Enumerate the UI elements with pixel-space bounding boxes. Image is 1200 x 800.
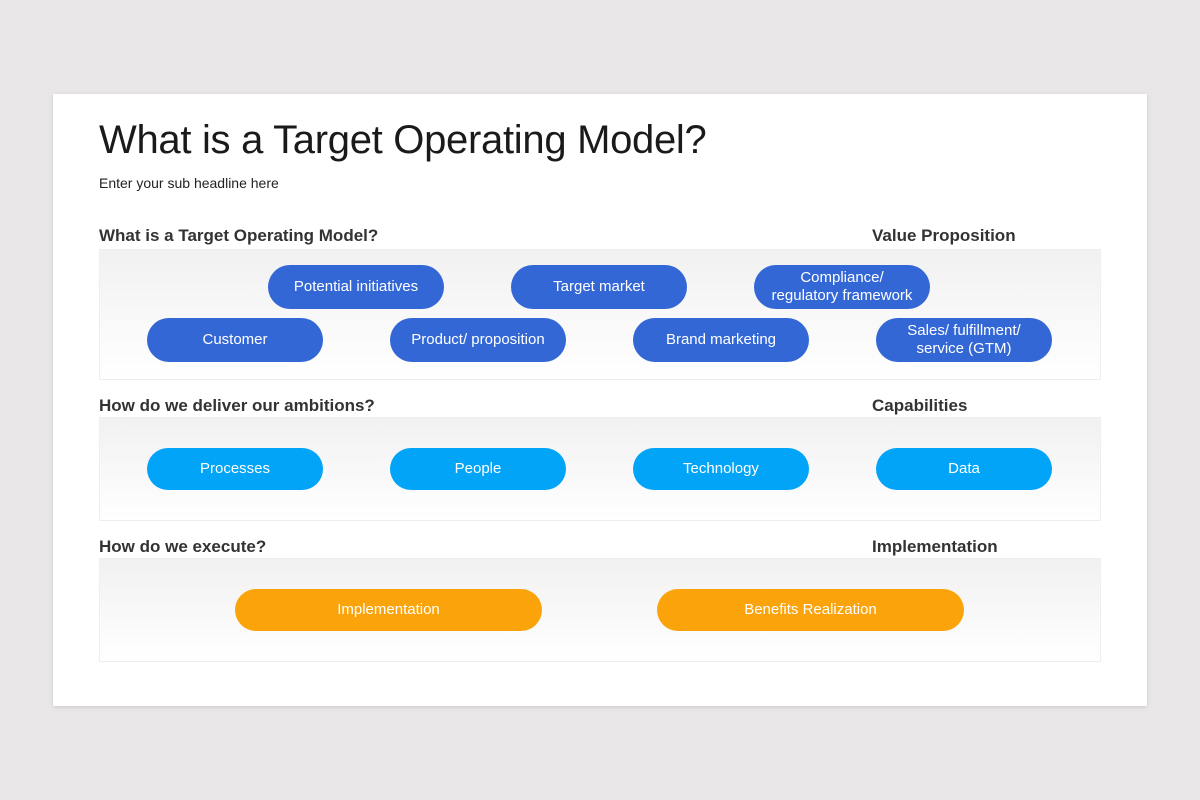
pill-target-market[interactable]: Target market: [511, 265, 687, 309]
slide-title: What is a Target Operating Model?: [99, 118, 707, 162]
section-1-left-label: What is a Target Operating Model?: [99, 226, 379, 245]
pill-line: regulatory framework: [771, 287, 913, 304]
pill-customer[interactable]: Customer: [147, 318, 323, 362]
implementation-panel: Implementation Benefits Realization: [99, 558, 1101, 662]
pill-processes[interactable]: Processes: [147, 448, 323, 490]
pill-sales-fulfillment-service[interactable]: Sales/ fulfillment/ service (GTM): [876, 318, 1052, 362]
slide: What is a Target Operating Model? Enter …: [53, 94, 1147, 706]
section-2-right-label: Capabilities: [872, 396, 968, 415]
slide-subtitle: Enter your sub headline here: [99, 175, 279, 191]
pill-people[interactable]: People: [390, 448, 566, 490]
section-3-right-label: Implementation: [872, 537, 998, 556]
capabilities-panel: Processes People Technology Data: [99, 417, 1101, 521]
pill-technology[interactable]: Technology: [633, 448, 809, 490]
pill-brand-marketing[interactable]: Brand marketing: [633, 318, 809, 362]
pill-line: Sales/ fulfillment/: [907, 322, 1021, 339]
pill-potential-initiatives[interactable]: Potential initiatives: [268, 265, 444, 309]
section-2-left-label: How do we deliver our ambitions?: [99, 396, 375, 415]
pill-product-proposition[interactable]: Product/ proposition: [390, 318, 566, 362]
pill-benefits-realization[interactable]: Benefits Realization: [657, 589, 964, 631]
pill-line: Compliance/: [800, 269, 884, 286]
section-3-left-label: How do we execute?: [99, 537, 267, 556]
pill-compliance-regulatory-framework[interactable]: Compliance/ regulatory framework: [754, 265, 930, 309]
pill-data[interactable]: Data: [876, 448, 1052, 490]
value-proposition-panel: Potential initiatives Target market Comp…: [99, 249, 1101, 380]
section-1-right-label: Value Proposition: [872, 226, 1016, 245]
pill-line: service (GTM): [916, 340, 1012, 357]
pill-implementation[interactable]: Implementation: [235, 589, 542, 631]
